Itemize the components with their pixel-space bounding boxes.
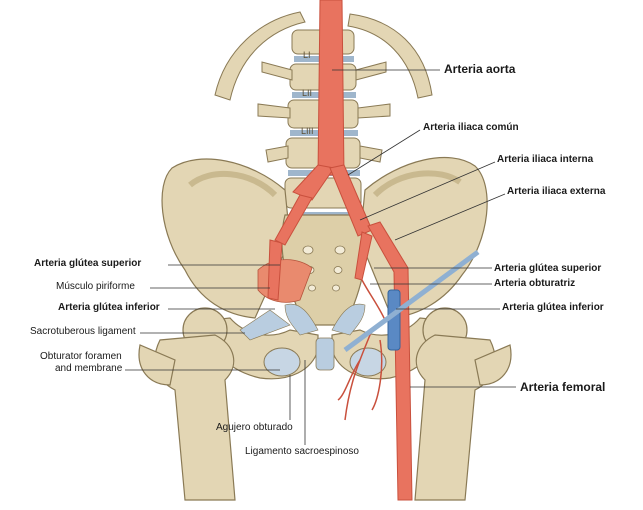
label-arteria-femoral: Arteria femoral <box>520 380 606 394</box>
label-arteria-glutea-superior-right: Arteria glútea superior <box>494 263 602 274</box>
right-femur <box>414 307 512 501</box>
sacrotuberous-ligament <box>239 309 291 341</box>
left-rib <box>214 11 306 101</box>
label-arteria-aorta: Arteria aorta <box>444 62 516 76</box>
right-rib <box>347 13 433 99</box>
vertebra-mark-l1: LI <box>303 50 311 60</box>
label-arteria-iliaca-externa: Arteria iliaca externa <box>507 186 606 197</box>
label-arteria-glutea-inferior-right: Arteria glútea inferior <box>502 302 604 313</box>
label-ligamento-sacroespinoso: Ligamento sacroespinoso <box>245 446 359 457</box>
aorta-vessel <box>317 0 345 176</box>
sacrospinous-ligament <box>284 303 319 336</box>
left-femur <box>138 307 236 501</box>
vertebra-mark-l3: LIII <box>301 126 314 136</box>
small-branches <box>337 279 386 421</box>
label-sacrotuberous-ligament: Sacrotuberous ligament <box>30 326 136 337</box>
label-musculo-piriforme: Músculo piriforme <box>56 281 135 292</box>
pubic-symphysis <box>315 337 335 371</box>
label-agujero-obturado: Agujero obturado <box>216 422 293 433</box>
label-arteria-glutea-superior-left: Arteria glútea superior <box>34 258 142 269</box>
label-arteria-iliaca-interna: Arteria iliaca interna <box>497 154 594 165</box>
label-obturator-foramen-line1: Obturator foramen <box>40 351 122 362</box>
label-arteria-iliaca-comun: Arteria iliaca común <box>423 122 519 133</box>
right-obturator-membrane <box>349 347 387 377</box>
leader-lines <box>125 69 516 445</box>
arterial-tree <box>267 0 413 501</box>
right-external-iliac-vessel <box>367 221 413 501</box>
label-arteria-obturatriz: Arteria obturatriz <box>494 278 576 289</box>
label-obturator-foramen-line2: and membrane <box>55 363 123 374</box>
vertebra-mark-l2: LII <box>302 88 312 98</box>
left-common-iliac-vessel <box>292 164 335 201</box>
left-obturator-membrane <box>263 347 301 377</box>
label-arteria-glutea-inferior-left: Arteria glútea inferior <box>58 302 160 313</box>
